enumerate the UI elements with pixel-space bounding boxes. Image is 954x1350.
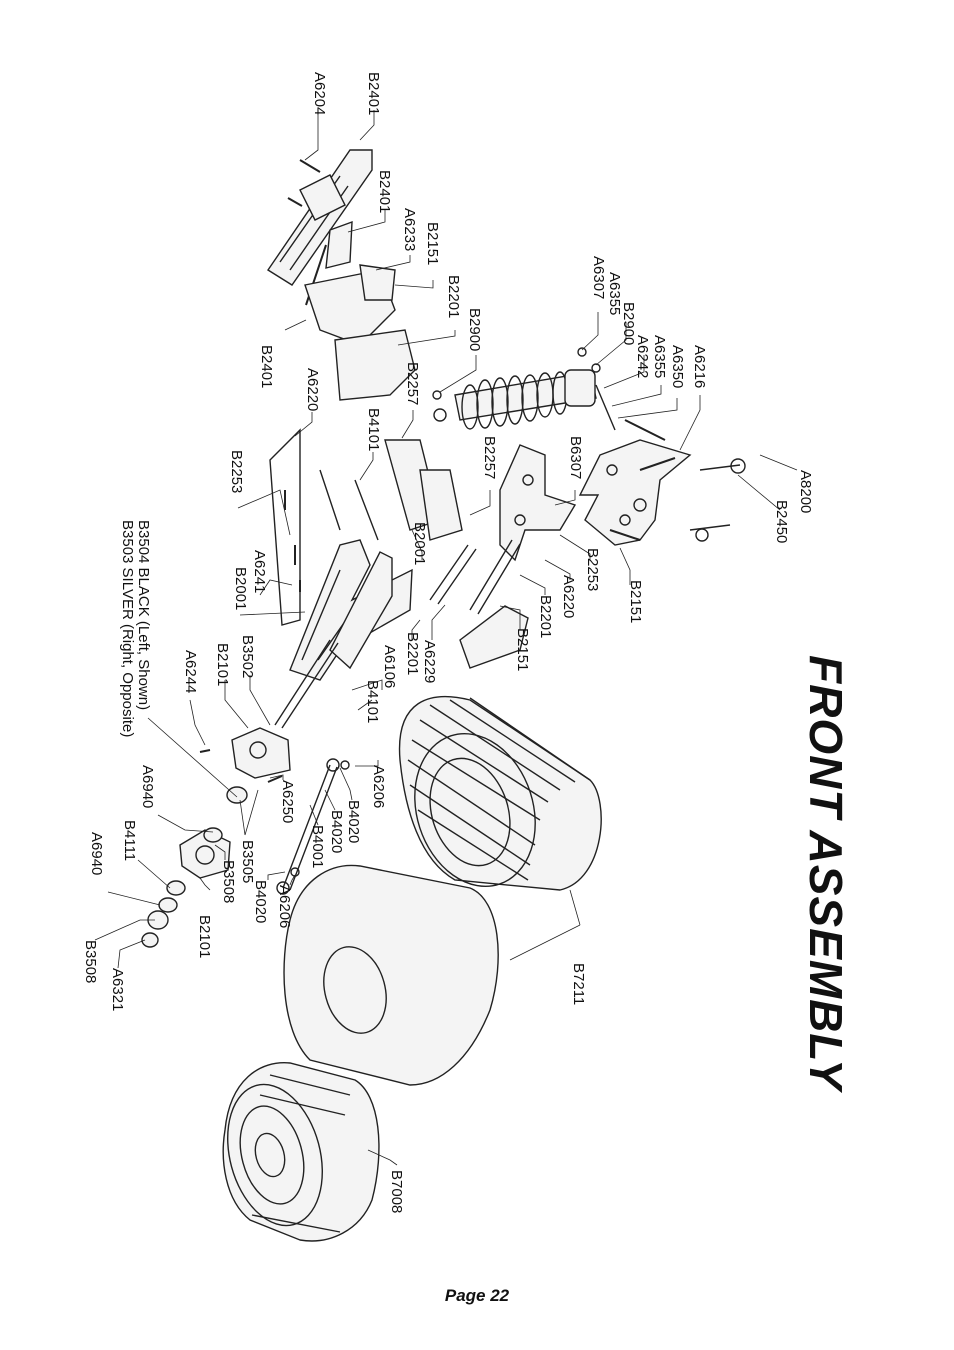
callout-label: B4111 [121, 820, 138, 861]
callout-label: A6206 [276, 885, 293, 928]
callout-label: B2900 [620, 302, 637, 345]
callout-label: B2257 [481, 436, 498, 479]
callout-label: B2151 [627, 580, 644, 623]
knuckle-part [141, 639, 339, 948]
callout-label: B2201 [445, 275, 462, 318]
callout-label: A6244 [182, 650, 199, 693]
callout-label: B2401 [376, 170, 393, 213]
callout-label: B2401 [258, 345, 275, 388]
callout-label: B6307 [567, 436, 584, 479]
upper-arm-part [267, 149, 373, 306]
callout-label: A6940 [139, 765, 156, 808]
steering-link-part [276, 758, 350, 895]
callout-label: A6216 [691, 345, 708, 388]
callout-label: B3504 BLACK (Left, Shown) [135, 520, 152, 710]
callout-label: B2900 [466, 308, 483, 351]
bulkhead-plate-part [499, 444, 577, 562]
callout-label: A8200 [797, 470, 814, 513]
wheel-part [222, 1062, 380, 1242]
callout-label: B2201 [537, 595, 554, 638]
callout-label: A6229 [421, 640, 438, 683]
callout-label: B2450 [773, 500, 790, 543]
leader-lines [94, 110, 798, 1166]
callout-label: A6204 [311, 72, 328, 115]
callout-label: B2253 [228, 450, 245, 493]
callout-label: B2101 [214, 643, 231, 686]
callout-label: B2151 [514, 628, 531, 671]
callout-label: A6242 [634, 335, 651, 378]
callout-labels: A6204 B2401 B2401 A6233 B2151 B2401 B220… [82, 72, 814, 1213]
callout-label: B4020 [252, 880, 269, 923]
bracket-parts [304, 264, 442, 401]
callout-label: A6355 [606, 272, 623, 315]
callout-label: A6106 [381, 645, 398, 688]
callout-label: B7211 [570, 963, 587, 1005]
callout-label: B2001 [411, 522, 428, 565]
callout-label: A6350 [669, 345, 686, 388]
callout-label: B4001 [309, 825, 326, 868]
chassis-brace-part [384, 439, 463, 541]
callout-label: B3508 [220, 860, 237, 903]
callout-label: B3502 [239, 635, 256, 678]
callout-label: B4020 [328, 810, 345, 853]
callout-label: B2101 [196, 915, 213, 958]
page-number: Page 22 [444, 1286, 510, 1305]
callout-label: A6220 [304, 368, 321, 411]
callout-label: A6355 [651, 335, 668, 378]
callout-label: B4020 [345, 800, 362, 843]
callout-label: A6307 [590, 256, 607, 299]
callout-label: B4101 [364, 680, 381, 723]
callout-label: B2253 [584, 548, 601, 591]
callout-label: A6233 [401, 208, 418, 251]
callout-label: B2201 [404, 632, 421, 675]
callout-label: A6321 [109, 968, 126, 1011]
tire-part [398, 696, 602, 891]
shock-absorber-part [433, 347, 616, 431]
callout-label: B2151 [424, 222, 441, 265]
callout-label: B3508 [82, 940, 99, 983]
link-parts [429, 539, 529, 669]
callout-label: A6241 [251, 550, 268, 593]
callout-label: B3503 SILVER (Right, Opposite) [119, 520, 136, 737]
callout-label: B7008 [388, 1170, 405, 1213]
callout-label: B2401 [365, 72, 382, 115]
callout-label: B4101 [365, 408, 382, 451]
callout-label: A6220 [560, 575, 577, 618]
diagram-title: FRONT ASSEMBLY [800, 655, 852, 1094]
callout-label: B2257 [404, 362, 421, 405]
callout-label: B2001 [232, 567, 249, 610]
callout-label: A6250 [279, 780, 296, 823]
callout-label: B3505 [239, 840, 256, 883]
foam-insert-part [283, 864, 499, 1086]
lower-arm-part [269, 428, 413, 681]
callout-label: A6940 [88, 832, 105, 875]
shock-tower-part [578, 419, 746, 546]
callout-label: A6206 [370, 765, 387, 808]
